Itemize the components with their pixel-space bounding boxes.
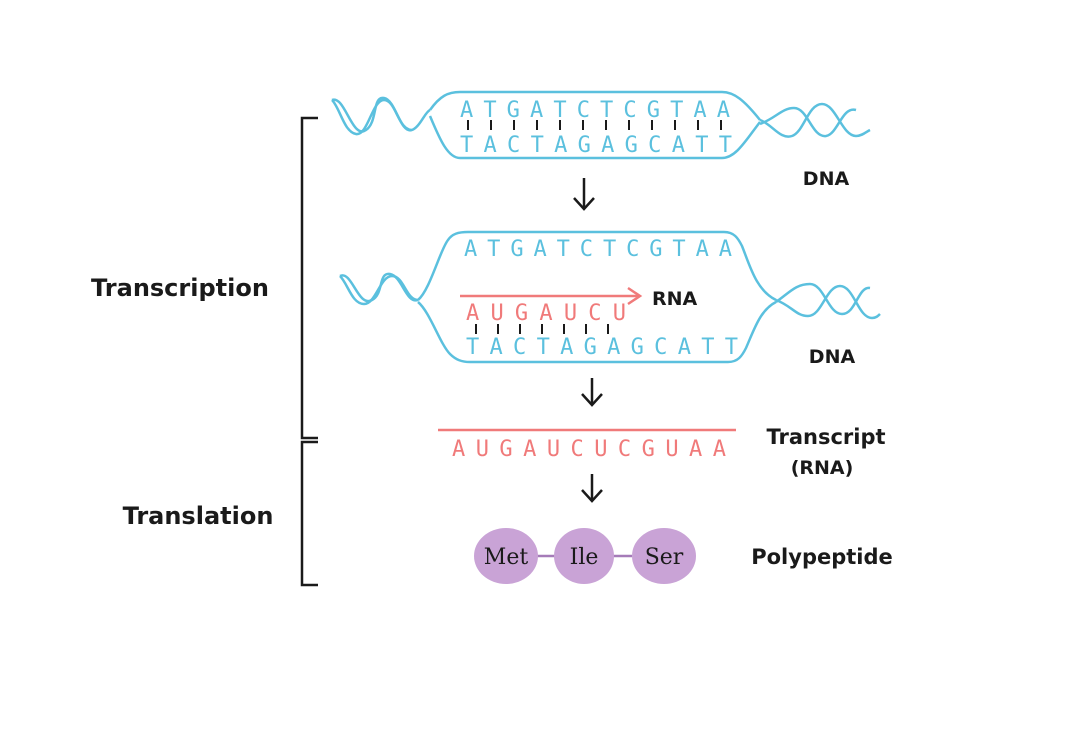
transcription-bracket (300, 116, 318, 440)
translation-bracket (300, 440, 318, 587)
amino-acid-met-label: Met (484, 545, 529, 570)
dna-top-strand-sequence: ATGATCTCGTAA (460, 98, 730, 123)
arrow-down-icon (581, 474, 603, 503)
rna-synthesis-arrow (460, 286, 643, 306)
amino-acid-ile (554, 528, 614, 584)
transcript-label: Transcript (766, 425, 885, 449)
dna-top-bonds (467, 120, 722, 130)
dna-open-bubble (339, 230, 881, 364)
rna-dna-bonds (475, 324, 609, 334)
polypeptide-chain: Met Ile Ser (474, 528, 696, 584)
amino-acid-ser-label: Ser (645, 545, 684, 570)
transcription-label: Transcription (91, 274, 269, 302)
dna-top-label: DNA (803, 168, 850, 190)
polypeptide-label: Polypeptide (751, 545, 893, 569)
dna-double-helix-top (331, 90, 871, 160)
arrow-down-icon (581, 378, 603, 407)
amino-acid-ser (632, 528, 696, 584)
dna-middle-label: DNA (809, 346, 856, 368)
dna-open-bottom-strand-sequence: TACTAGAGCATT (466, 335, 738, 360)
dna-open-top-strand-sequence: ATGATCTCGTAA (464, 237, 732, 262)
translation-label: Translation (123, 502, 274, 530)
arrow-down-icon (573, 178, 595, 211)
transcript-label-rna: (RNA) (791, 457, 854, 479)
amino-acid-met (474, 528, 538, 584)
rna-nascent-sequence: AUGAUCU (466, 301, 626, 326)
transcript-sequence: AUGAUCUCGUAA (452, 437, 726, 462)
rna-label: RNA (652, 288, 698, 310)
dna-bottom-strand-sequence: TACTAGAGCATT (460, 133, 732, 158)
amino-acid-ile-label: Ile (570, 545, 599, 570)
